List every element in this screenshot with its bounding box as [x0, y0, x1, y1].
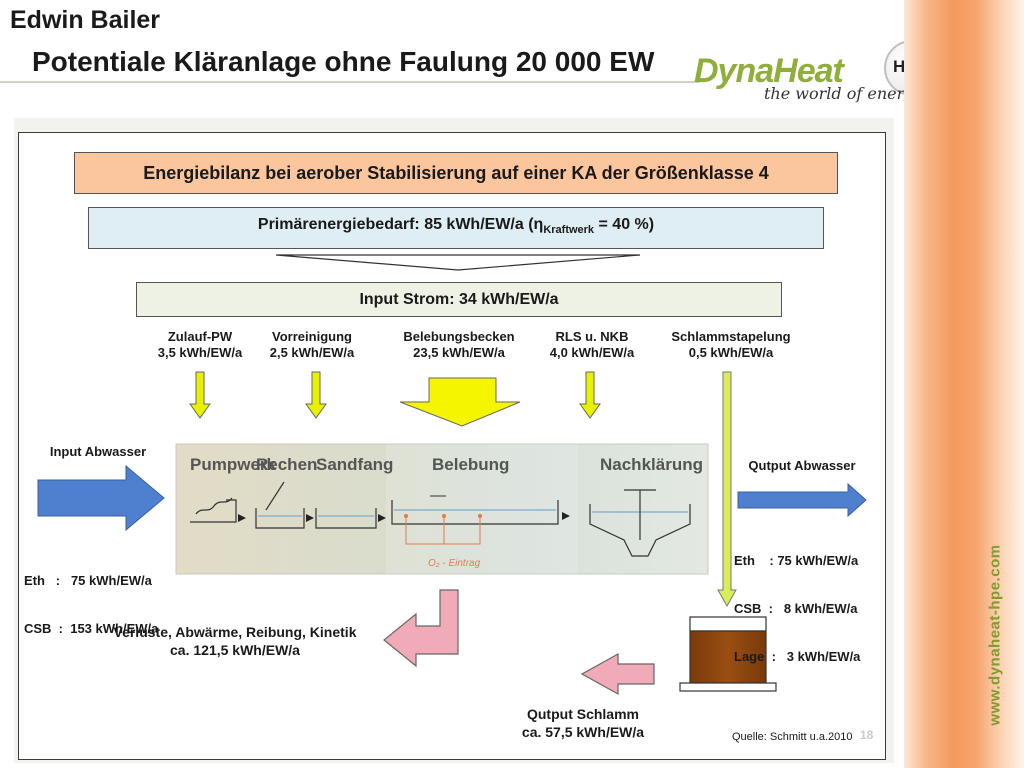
grit-chamber-icon	[315, 508, 377, 529]
losses-label: Verluste, Abwärme, Reibung, Kinetik ca. …	[100, 623, 370, 659]
consumer-value: 23,5 kWh/EW/a	[413, 345, 505, 360]
input-wastewater-values: Eth : 75 kWh/EW/a CSB : 153 kWh/EW/a	[24, 541, 158, 653]
output-lage: Lage : 3 kWh/EW/a	[734, 649, 861, 664]
primary-energy-label: Primärenergiebedarf: 85 kWh/EW/a (η	[257, 216, 544, 233]
consumer-schlammstapelung: Schlammstapelung 0,5 kWh/EW/a	[666, 329, 796, 361]
primary-energy-box: Primärenergiebedarf: 85 kWh/EW/a (ηKraft…	[88, 207, 824, 249]
stage-label-rechen: Rechen	[256, 455, 317, 474]
flow-dir-icon	[378, 514, 386, 522]
output-eth: Eth : 75 kWh/EW/a	[734, 553, 859, 568]
pump-station-icon	[190, 497, 237, 523]
primary-energy-subscript: Kraftwerk	[543, 224, 595, 237]
energy-arrow-rls	[579, 371, 601, 419]
energy-arrow-vorreinigung	[305, 371, 327, 419]
output-wastewater-values: Eth : 75 kWh/EW/a CSB : 8 kWh/EW/a Lage …	[734, 521, 860, 681]
consumer-value: 0,5 kWh/EW/a	[688, 345, 774, 360]
input-csb: CSB : 153 kWh/EW/a	[24, 621, 159, 636]
input-power-box: Input Strom: 34 kWh/EW/a	[136, 282, 782, 317]
sludge-arrow	[580, 652, 655, 696]
funnel-arrow	[275, 254, 641, 271]
stage-label-pumpwerk: Pumpwerk	[190, 455, 277, 474]
source-citation: Quelle: Schmitt u.a.2010	[732, 731, 853, 743]
input-eth: Eth : 75 kWh/EW/a	[24, 573, 152, 588]
output-csb: CSB : 8 kWh/EW/a	[734, 601, 858, 616]
consumer-name: Vorreinigung	[272, 329, 352, 344]
consumer-name: RLS u. NKB	[555, 329, 629, 344]
screen-icon	[255, 481, 305, 529]
consumer-name: Zulauf-PW	[167, 329, 233, 344]
slide-title: Potentiale Kläranlage ohne Faulung 20 00…	[32, 46, 655, 77]
sludge-output-label: Qutput Schlamm ca. 57,5 kWh/EW/a	[508, 705, 658, 741]
brand-tagline: the world of energy	[764, 84, 924, 103]
consumer-vorreinigung: Vorreinigung 2,5 kWh/EW/a	[262, 329, 362, 361]
input-wastewater-title: Input Abwasser	[49, 444, 147, 459]
clarifier-icon	[589, 489, 691, 557]
flow-dir-icon	[562, 512, 570, 520]
output-wastewater-title: Qutput Abwasser	[748, 458, 856, 473]
energy-balance-title: Energiebilanz bei aerober Stabilisierung…	[74, 152, 838, 194]
sludge-value: ca. 57,5 kWh/EW/a	[521, 724, 645, 740]
energy-arrow-belebung	[399, 377, 521, 427]
energy-arrows	[189, 371, 737, 608]
flow-dir-icon	[238, 514, 246, 522]
consumer-name: Belebungsbecken	[403, 329, 515, 344]
sludge-container-icon	[679, 616, 777, 692]
consumer-belebungsbecken: Belebungsbecken 23,5 kWh/EW/a	[398, 329, 520, 361]
primary-energy-value: = 40 %)	[594, 216, 655, 233]
stage-label-sandfang: Sandfang	[316, 455, 393, 474]
consumer-rls-nkb: RLS u. NKB 4,0 kWh/EW/a	[542, 329, 642, 361]
losses-title: Verluste, Abwärme, Reibung, Kinetik	[113, 624, 357, 640]
stage-label-belebung: Belebung	[432, 455, 509, 474]
consumer-zulauf: Zulauf-PW 3,5 kWh/EW/a	[150, 329, 250, 361]
flow-dir-icon	[306, 514, 314, 522]
input-flow-arrow	[37, 464, 165, 532]
title-underline	[0, 81, 700, 83]
aeration-tank-icon	[391, 495, 559, 545]
energy-arrow-zulauf	[189, 371, 211, 419]
o2-label: O₂ - Eintrag	[428, 558, 481, 569]
sludge-title: Qutput Schlamm	[526, 706, 639, 722]
energy-arrow-schlamm	[717, 371, 737, 608]
consumer-name: Schlammstapelung	[671, 329, 791, 344]
brand-logo: DynaHeat	[694, 52, 844, 90]
losses-value: ca. 121,5 kWh/EW/a	[170, 642, 300, 658]
consumer-value: 4,0 kWh/EW/a	[549, 345, 635, 360]
page-number: 18	[860, 728, 874, 742]
stage-label-nachklaerung: Nachklärung	[600, 455, 703, 474]
consumer-value: 3,5 kWh/EW/a	[157, 345, 243, 360]
output-flow-arrow	[737, 482, 867, 518]
treatment-process-strip: Pumpwerk Rechen Sandfang Belebung Nachkl…	[175, 443, 709, 575]
consumer-value: 2,5 kWh/EW/a	[269, 345, 355, 360]
author-name: Edwin Bailer	[10, 6, 161, 34]
decorative-stripe	[904, 0, 1024, 768]
losses-arrow	[383, 589, 459, 668]
